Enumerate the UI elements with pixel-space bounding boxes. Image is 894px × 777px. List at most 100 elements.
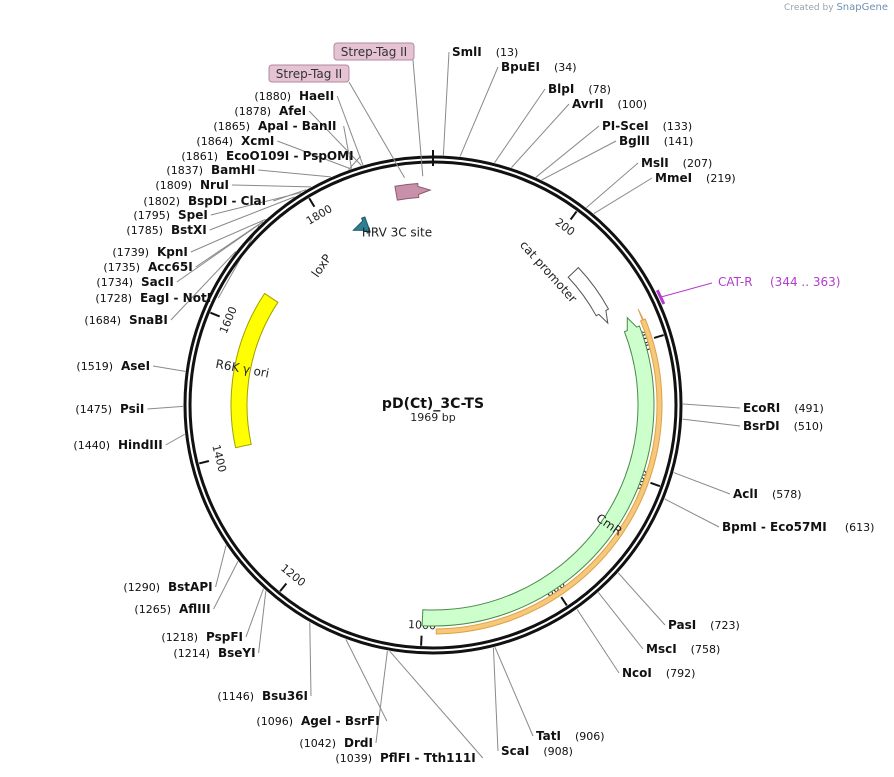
site-pi-scei-name[interactable]: PI-SceI bbox=[602, 119, 649, 133]
primer-leader bbox=[660, 282, 713, 298]
site-pflfi-tth111i-name[interactable]: PflFI - Tth111I bbox=[380, 751, 476, 765]
site-xcmi-name[interactable]: XcmI bbox=[241, 134, 274, 148]
site-bglii-name[interactable]: BglII bbox=[619, 134, 650, 148]
primer-name: CAT-R bbox=[718, 275, 753, 289]
site-bspdi-clai-position: (1802) bbox=[143, 195, 180, 208]
site-bpmi-eco57mi-name[interactable]: BpmI - Eco57MI bbox=[722, 520, 827, 534]
site-hindiii-name[interactable]: HindIII bbox=[118, 438, 163, 452]
site-pspfi-name[interactable]: PspFI bbox=[206, 630, 243, 644]
site-leader bbox=[541, 140, 617, 181]
site-spei-name[interactable]: SpeI bbox=[178, 208, 208, 222]
site-sacii-name[interactable]: SacII bbox=[141, 275, 174, 289]
site-afei-name[interactable]: AfeI bbox=[279, 104, 306, 118]
site-haeii-name[interactable]: HaeII bbox=[299, 89, 334, 103]
site-leader bbox=[673, 472, 731, 495]
site-leader bbox=[195, 221, 264, 268]
site-bsrdi-name[interactable]: BsrDI bbox=[743, 419, 780, 433]
tick-mark bbox=[650, 481, 661, 488]
site-leader bbox=[170, 251, 237, 321]
tick-mark bbox=[560, 596, 568, 606]
tag-leader bbox=[348, 81, 406, 179]
site-bglii-position: (141) bbox=[664, 135, 694, 148]
tag-leader bbox=[412, 59, 424, 177]
site-hindiii-position: (1440) bbox=[73, 439, 110, 452]
site-bsu36i-name[interactable]: Bsu36I bbox=[262, 689, 308, 703]
site-acli-position: (578) bbox=[772, 488, 802, 501]
site-acc65i-name[interactable]: Acc65I bbox=[148, 260, 193, 274]
feature-loxp[interactable] bbox=[352, 216, 371, 234]
site-bpmi-eco57mi-position: (613) bbox=[845, 521, 875, 534]
site-bspdi-clai-name[interactable]: BspDI - ClaI bbox=[188, 194, 266, 208]
site-drdi-name[interactable]: DrdI bbox=[344, 736, 373, 750]
site-pflfi-tth111i-position: (1039) bbox=[335, 752, 372, 765]
site-ecoo109i-pspomi-name[interactable]: EcoO109I - PspOMI bbox=[226, 149, 354, 163]
site-leader bbox=[273, 189, 307, 202]
snapgene-branding: Created by SnapGene bbox=[784, 2, 888, 13]
site-bamhi-name[interactable]: BamHI bbox=[211, 163, 255, 177]
site-scai-position: (908) bbox=[543, 745, 573, 758]
site-blpi-position: (78) bbox=[588, 83, 611, 96]
site-leader bbox=[535, 125, 600, 178]
tick-mark bbox=[279, 582, 288, 592]
site-scai-name[interactable]: ScaI bbox=[501, 744, 529, 758]
site-bpuei-name[interactable]: BpuEI bbox=[501, 60, 540, 74]
site-psii-name[interactable]: PsiI bbox=[120, 402, 144, 416]
site-bstxi-name[interactable]: BstXI bbox=[171, 223, 207, 237]
site-msci-name[interactable]: MscI bbox=[646, 642, 677, 656]
site-leader bbox=[442, 51, 450, 156]
plasmid-name: pD(Ct)_3C-TS bbox=[382, 396, 484, 412]
feature-label-hrv-3c-site: HRV 3C site bbox=[362, 226, 432, 240]
site-leader bbox=[231, 184, 311, 188]
site-msci-position: (758) bbox=[691, 643, 721, 656]
site-avrii-name[interactable]: AvrII bbox=[572, 97, 604, 111]
site-ncoi-name[interactable]: NcoI bbox=[622, 666, 652, 680]
feature-hrv-3c-site[interactable] bbox=[394, 182, 432, 201]
site-smli-name[interactable]: SmlI bbox=[452, 45, 482, 59]
site-pasi-name[interactable]: PasI bbox=[668, 618, 696, 632]
site-acli-name[interactable]: AclI bbox=[733, 487, 758, 501]
tick-mark bbox=[198, 460, 210, 465]
site-leader bbox=[494, 647, 534, 737]
site-afliii-name[interactable]: AflIII bbox=[179, 602, 211, 616]
site-eagi-noti-name[interactable]: EagI - NotI bbox=[140, 291, 211, 305]
site-leader bbox=[597, 592, 644, 650]
site-leader bbox=[147, 405, 184, 410]
site-bstapi-name[interactable]: BstAPI bbox=[168, 580, 213, 594]
site-leader bbox=[209, 196, 295, 231]
site-ecori-name[interactable]: EcoRI bbox=[743, 401, 780, 415]
site-agei-bsrfi-name[interactable]: AgeI - BsrFI bbox=[301, 714, 380, 728]
site-bamhi-position: (1837) bbox=[166, 164, 203, 177]
site-leader bbox=[682, 418, 741, 427]
site-bstxi-position: (1785) bbox=[126, 224, 163, 237]
site-asei-name[interactable]: AseI bbox=[121, 359, 150, 373]
feature-cat-promoter[interactable] bbox=[567, 266, 610, 325]
site-leader bbox=[336, 95, 364, 166]
site-mmei-name[interactable]: MmeI bbox=[655, 171, 692, 185]
site-leader bbox=[245, 588, 264, 638]
site-snabi-name[interactable]: SnaBI bbox=[129, 313, 168, 327]
site-bseyi-name[interactable]: BseYI bbox=[218, 646, 256, 660]
primer-annotation[interactable]: CAT-R(344 .. 363) bbox=[655, 275, 840, 305]
site-msli-position: (207) bbox=[683, 157, 713, 170]
site-apai-banii-name[interactable]: ApaI - BanII bbox=[258, 119, 337, 133]
restriction-site-labels[interactable]: SmlI(13)BpuEI(34)BlpI(78)AvrII(100)PI-Sc… bbox=[73, 45, 874, 765]
site-nrui-name[interactable]: NruI bbox=[200, 178, 229, 192]
site-pasi-position: (723) bbox=[710, 619, 740, 632]
site-msli-name[interactable]: MslI bbox=[641, 156, 669, 170]
site-drdi-position: (1042) bbox=[299, 737, 336, 750]
site-pspfi-position: (1218) bbox=[161, 631, 198, 644]
site-ecori-position: (491) bbox=[794, 402, 824, 415]
site-tati-name[interactable]: TatI bbox=[536, 729, 561, 743]
site-leader bbox=[217, 225, 260, 299]
feature-cmr[interactable] bbox=[421, 316, 655, 627]
site-blpi-name[interactable]: BlpI bbox=[548, 82, 574, 96]
site-leader-lines bbox=[147, 51, 741, 759]
site-leader bbox=[190, 218, 266, 253]
tick-mark bbox=[210, 311, 221, 318]
strep-tag-box bbox=[333, 42, 415, 61]
site-snabi-position: (1684) bbox=[84, 314, 121, 327]
site-kpni-name[interactable]: KpnI bbox=[157, 245, 188, 259]
feature-r6k-ori[interactable] bbox=[230, 292, 279, 449]
site-leader bbox=[576, 609, 620, 674]
